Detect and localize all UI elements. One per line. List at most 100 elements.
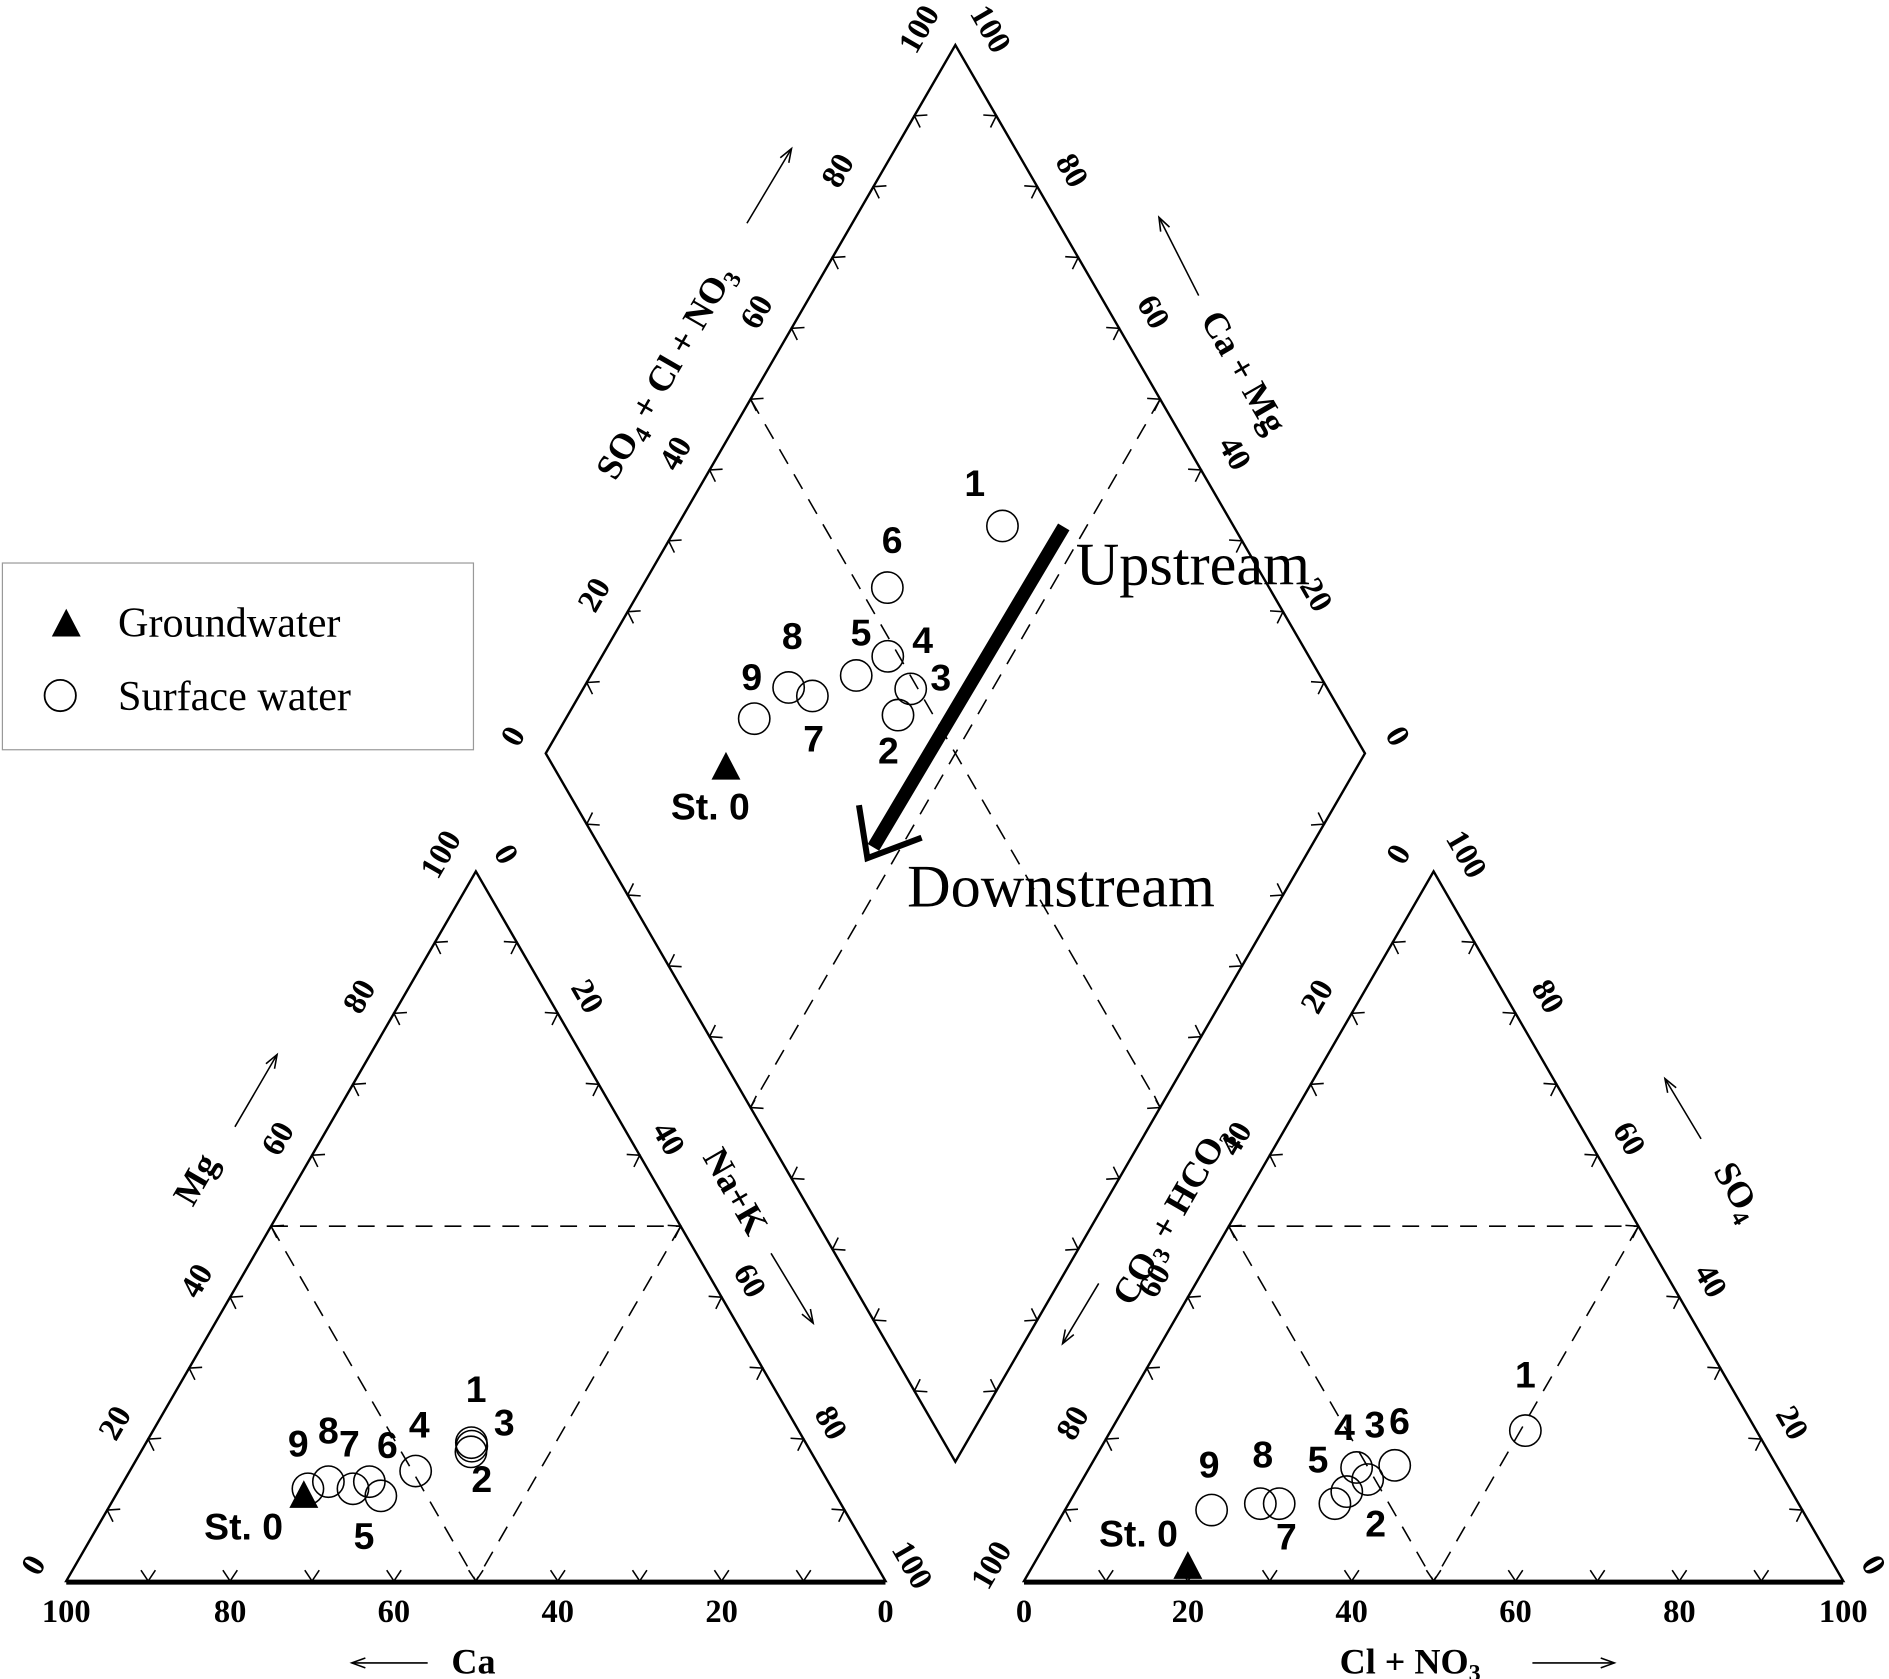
tick-mark: [831, 1508, 846, 1523]
nak-tick-label: 20: [563, 974, 610, 1020]
anion-bottom-tick-label: 60: [1499, 1594, 1532, 1630]
anion-bottom-tick-label: 0: [1016, 1594, 1032, 1630]
diamond-sample-9: 9: [737, 656, 771, 736]
tick-mark: [667, 539, 682, 553]
nak-arrow-icon: [770, 1252, 814, 1324]
point-label: 6: [1389, 1400, 1410, 1442]
tick-mark: [667, 1224, 682, 1239]
point-label: 2: [471, 1458, 492, 1500]
surface-water-point: [1243, 1487, 1277, 1521]
tick-labels: 100 80 60 40 20 0 0 20 40 60 80 100 0 20 40 60 80 100 0 20 4…: [14, 0, 1889, 1630]
anion-bottom-tick-label: 20: [1172, 1594, 1205, 1630]
diamond-left-tick-label: 60: [733, 289, 780, 335]
surface-water-point: [1318, 1487, 1352, 1521]
dashed-guide: [270, 1225, 477, 1582]
mg-arrow-icon: [234, 1054, 278, 1128]
tick-mark: [1753, 1569, 1770, 1583]
tick-mark: [1748, 1437, 1763, 1452]
point-label: 1: [466, 1368, 487, 1410]
dashed-guides: [270, 398, 1640, 1582]
point-label: 1: [1515, 1353, 1536, 1395]
tick-mark: [228, 1295, 244, 1310]
ca-mg-axis-title: Ca + Mg: [1193, 304, 1295, 441]
tick-mark: [626, 610, 641, 624]
tick-mark: [1065, 1237, 1080, 1251]
tick-mark: [713, 1569, 730, 1583]
tick-mark: [667, 953, 682, 968]
tick-mark: [146, 1437, 162, 1452]
mg-tick-label: 40: [173, 1258, 220, 1304]
diamond-right-tick-label: 40: [1211, 430, 1258, 476]
anion-bottom-tick-label: 100: [1819, 1594, 1868, 1630]
point-label: 4: [1334, 1406, 1355, 1448]
surface-water-point: [1351, 1463, 1385, 1496]
tick-mark: [749, 1366, 764, 1381]
tick-mark: [269, 1224, 285, 1239]
anion-bottom-tick-label: 80: [1663, 1594, 1696, 1630]
anion-sample-4: 4: [1334, 1406, 1374, 1484]
tick-mark: [1391, 940, 1406, 955]
tick-mark: [708, 468, 723, 483]
tick-mark: [222, 1569, 238, 1583]
groundwater-point: [289, 1480, 319, 1508]
anion-sample-St0: St. 0: [1099, 1513, 1203, 1579]
tick-mark: [1147, 397, 1162, 412]
dashed-guide: [749, 398, 1161, 1108]
groundwater-point: [711, 751, 741, 780]
diamond-left-tick-label: 20: [571, 572, 618, 618]
diamond-right-tick-label: 80: [1048, 148, 1095, 194]
tick-mark: [1310, 812, 1326, 826]
point-label: St. 0: [1099, 1513, 1178, 1555]
mg-tick-label: 0: [14, 1549, 53, 1581]
legend-groundwater: Groundwater: [118, 600, 340, 647]
anion-sample-3: 3: [1351, 1404, 1385, 1496]
diamond-sample-7: 7: [795, 679, 829, 760]
mg-tick-label: 100: [413, 824, 469, 884]
tick-mark: [1584, 1153, 1599, 1168]
surface-water-point: [352, 1465, 386, 1499]
tick-mark: [1106, 1166, 1121, 1180]
surface-water-point: [291, 1472, 325, 1506]
surface-water-point: [454, 1426, 488, 1460]
tick-mark: [1227, 1224, 1242, 1239]
so4-tick-label: 80: [1524, 974, 1571, 1020]
legend: Groundwater Surface water: [1, 562, 475, 751]
cation-bottom-tick-label: 100: [42, 1594, 91, 1630]
tick-mark: [433, 940, 448, 955]
surface-water-point: [311, 1465, 345, 1499]
surface-water-point: [839, 658, 873, 692]
nak-tick-label: 60: [726, 1258, 773, 1304]
diamond-frame: [544, 42, 1367, 1465]
diamond-sample-1: 1: [964, 462, 1019, 543]
diamond-sample-6: 6: [870, 519, 904, 605]
ca-mg-arrow-icon-head: [1157, 215, 1171, 232]
point-label: 9: [288, 1422, 309, 1464]
anion-bottom-tick-label: 40: [1335, 1594, 1368, 1630]
tick-mark: [1589, 1569, 1606, 1583]
surface-water-point: [870, 571, 904, 605]
tick-mark: [1310, 680, 1326, 695]
nak-tick-label: 0: [486, 838, 525, 870]
tick-mark: [1507, 1569, 1524, 1583]
tick-mark: [1269, 883, 1285, 897]
tick-mark: [1024, 185, 1039, 199]
cation-bottom-tick-label: 20: [705, 1594, 738, 1630]
cation-bottom-tick-label: 60: [378, 1594, 411, 1630]
diamond-right-tick-label: 60: [1129, 289, 1176, 335]
point-label: 7: [339, 1422, 360, 1464]
anion-sample-1: 1: [1508, 1353, 1542, 1448]
cation-sample-1: 1: [454, 1368, 488, 1460]
tick-mark: [831, 1237, 846, 1251]
cation-sample-9: 9: [288, 1422, 325, 1506]
dashed-guide: [1228, 1225, 1435, 1582]
point-label: 3: [930, 656, 951, 698]
hco3-tick-label: 20: [1294, 974, 1341, 1020]
diamond-left-tick-label: 0: [494, 720, 533, 752]
mg-arrow-icon-head: [265, 1052, 279, 1069]
mg-axis-title: Mg: [165, 1147, 226, 1212]
anion-sample-7: 7: [1262, 1487, 1297, 1558]
tick-mark: [1707, 1366, 1722, 1381]
so4-tick-label: 40: [1687, 1258, 1734, 1304]
tick-mark: [1343, 1569, 1360, 1583]
